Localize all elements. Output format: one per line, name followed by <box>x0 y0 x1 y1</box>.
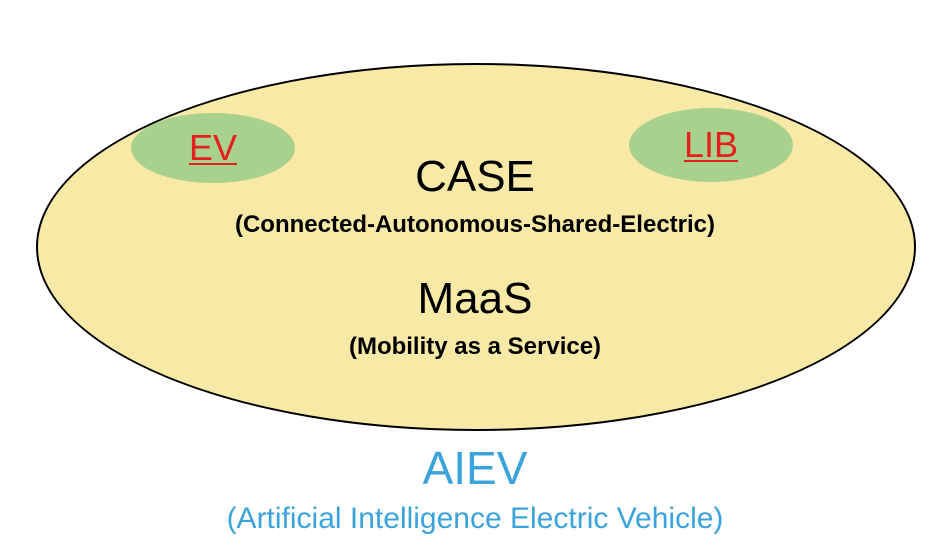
aiev-subtitle: (Artificial Intelligence Electric Vehicl… <box>226 502 724 535</box>
ev-link[interactable]: EV <box>188 127 238 168</box>
case-title: CASE <box>415 152 535 201</box>
aiev-title: AIEV <box>422 442 528 494</box>
lib-link[interactable]: LIB <box>683 124 739 165</box>
ev-bubble: EV <box>131 113 295 183</box>
case-subtitle: (Connected-Autonomous-Shared-Electric) <box>234 211 716 238</box>
maas-subtitle: (Mobility as a Service) <box>348 333 602 360</box>
lib-bubble: LIB <box>629 108 793 182</box>
maas-title: MaaS <box>417 274 533 323</box>
